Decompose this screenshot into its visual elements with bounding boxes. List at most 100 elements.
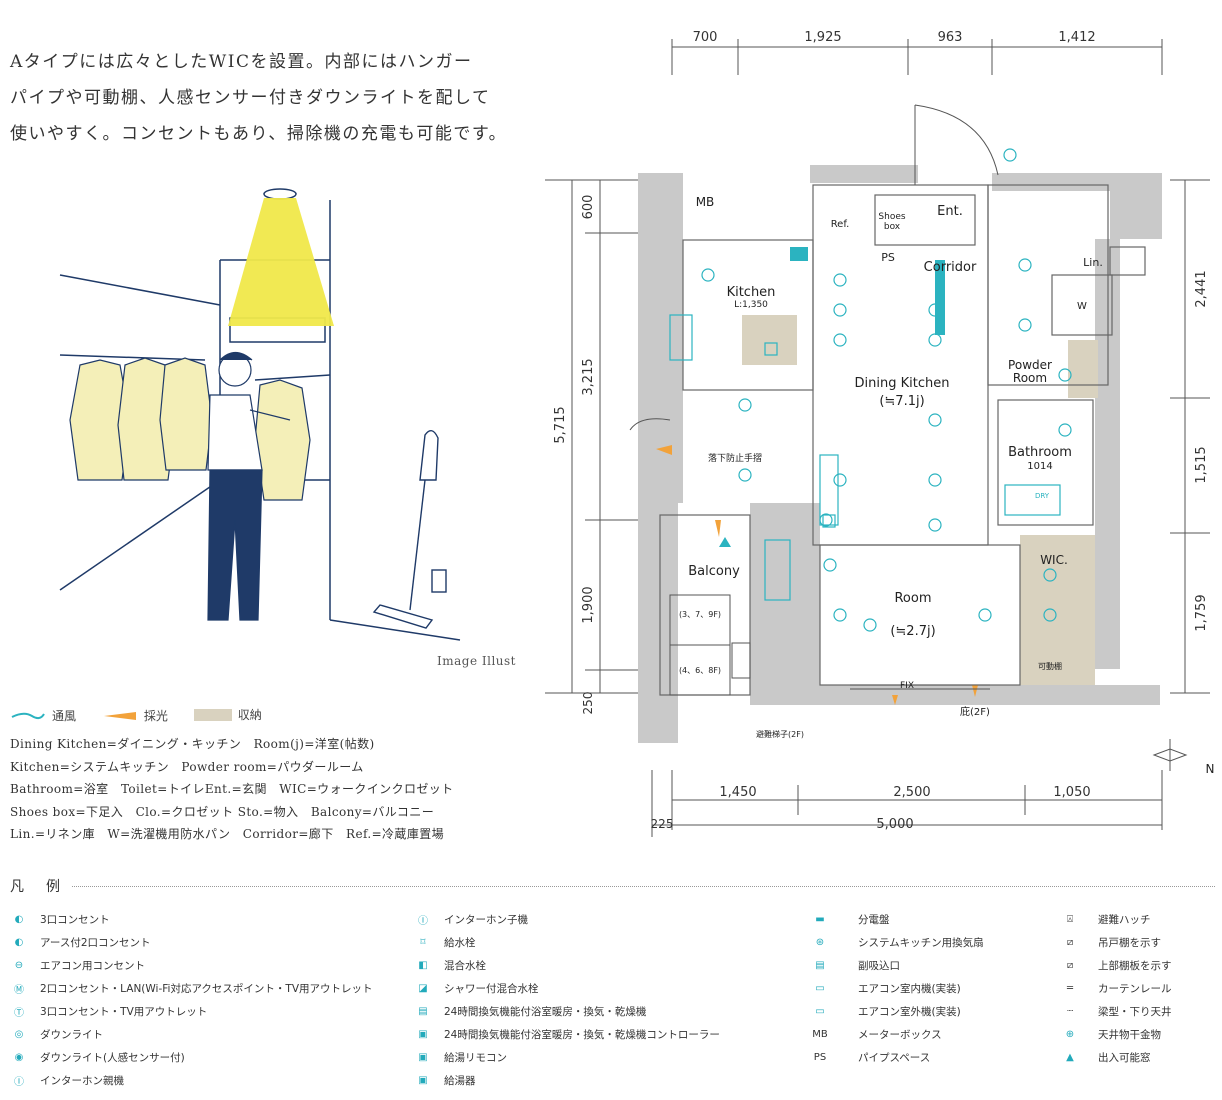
room-ref: Ref. bbox=[831, 219, 850, 230]
room-bathroom-sub: 1014 bbox=[1027, 461, 1052, 472]
beam-icon: ┈ bbox=[1066, 1006, 1074, 1017]
abbr-line-4: Shoes box=下足入 Clo.=クロゼット Sto.=物入 Balcony… bbox=[10, 804, 435, 819]
legend-item: ▣給湯リモコン bbox=[410, 1046, 720, 1069]
room-shoes-1: Shoes bbox=[878, 212, 905, 222]
room-shoes-2: box bbox=[884, 222, 901, 232]
legend-item: ⌑給水栓 bbox=[410, 931, 720, 954]
legend-item: ┈梁型・下り天井 bbox=[1050, 1000, 1172, 1023]
legend-column-3: ▬分電盤 ⊛システムキッチン用換気扇 ▤副吸込口 ▭エアコン室内機(実装) ▭エ… bbox=[790, 908, 984, 1069]
aircon-indoor-icon: ▭ bbox=[815, 983, 825, 994]
water-heater-remote-icon: ▣ bbox=[418, 1052, 428, 1063]
room-powder-1: Powder bbox=[1008, 358, 1052, 372]
dim-total-left: 5,715 bbox=[553, 406, 568, 443]
sub-intake-icon: ▤ bbox=[815, 960, 825, 971]
abbr-line-3: Bathroom=浴室 Toilet=トイレEnt.=玄関 WIC=ウォークイン… bbox=[10, 782, 454, 796]
room-room-size: (≒2.7j) bbox=[890, 624, 935, 639]
meter-box-icon: MB bbox=[812, 1029, 828, 1040]
legend-item: ▤24時間換気機能付浴室暖房・換気・乾燥機 bbox=[410, 1000, 720, 1023]
ladder-label: 避難梯子(2F) bbox=[756, 729, 804, 739]
intercom-sub-icon: Ⓘ bbox=[418, 916, 428, 927]
abbr-line-2: Kitchen=システムキッチン Powder room=パウダールーム bbox=[10, 759, 364, 774]
room-dining-kitchen: Dining Kitchen bbox=[855, 376, 950, 391]
dim-top-3: 963 bbox=[938, 30, 963, 45]
legend-item: ⧄吊戸棚を示す bbox=[1050, 931, 1172, 954]
storage-areas bbox=[742, 315, 1098, 685]
dim-top-2: 1,925 bbox=[804, 30, 841, 45]
room-powder-2: Room bbox=[1013, 371, 1047, 385]
dim-top-4: 1,412 bbox=[1058, 30, 1095, 45]
intro-text: Aタイプには広々としたWICを設置。内部にはハンガー パイプや可動棚、人感センサ… bbox=[10, 44, 530, 152]
legend-item: ▤副吸込口 bbox=[790, 954, 984, 977]
room-dining-kitchen-size: (≒7.1j) bbox=[879, 394, 924, 409]
daylight-icon bbox=[103, 711, 136, 720]
intercom-main-icon: Ⓘ bbox=[14, 1077, 24, 1088]
key-daylight: 採光 bbox=[102, 707, 168, 724]
dim-right-1: 2,441 bbox=[1194, 270, 1209, 307]
dim-left-2: 3,215 bbox=[581, 358, 596, 395]
legend-item: ⧄上部棚板を示す bbox=[1050, 954, 1172, 977]
room-corridor: Corridor bbox=[924, 260, 977, 275]
dim-bottom-left: 225 bbox=[651, 817, 674, 831]
dim-right-3: 1,759 bbox=[1194, 594, 1209, 631]
distribution-board-icon: ▬ bbox=[815, 914, 825, 925]
wic-illustration bbox=[59, 188, 461, 641]
faucet-icon: ⌑ bbox=[420, 937, 426, 948]
room-room: Room bbox=[894, 591, 931, 606]
dim-right-2: 1,515 bbox=[1194, 446, 1209, 483]
dry-label: DRY bbox=[1035, 492, 1050, 500]
escape-hatch-icon: ⍓ bbox=[1067, 914, 1073, 925]
legend-item: ▭エアコン室内機(実装) bbox=[790, 977, 984, 1000]
intro-line-1: Aタイプには広々としたWICを設置。内部にはハンガー bbox=[10, 52, 473, 72]
bath-controller-icon: ▣ bbox=[418, 1029, 428, 1040]
legend-item: ▣24時間換気機能付浴室暖房・換気・乾燥機コントローラー bbox=[410, 1023, 720, 1046]
floor-label-2: (4、6、8F) bbox=[679, 666, 721, 675]
dim-bottom-3: 1,050 bbox=[1053, 785, 1090, 800]
legend-item: ⊖エアコン用コンセント bbox=[6, 954, 373, 977]
legend-item: ◧混合水栓 bbox=[410, 954, 720, 977]
upper-shelf-icon: ⧄ bbox=[1066, 960, 1074, 971]
room-wic: WIC. bbox=[1040, 553, 1068, 567]
dim-left-4: 250 bbox=[581, 692, 595, 715]
hanging-cabinet-icon: ⧄ bbox=[1066, 937, 1074, 948]
north-label: N bbox=[1206, 762, 1215, 776]
legend-divider bbox=[72, 885, 1215, 887]
illustration-caption: Image Illust bbox=[437, 654, 516, 668]
room-kitchen-sub: L:1,350 bbox=[734, 300, 768, 310]
daylight-arrows bbox=[656, 445, 978, 705]
eave-label: 庇(2F) bbox=[960, 705, 990, 718]
curtain-rail-icon: ═ bbox=[1066, 983, 1074, 994]
room-mb: MB bbox=[696, 195, 715, 209]
legend-item: ⊛システムキッチン用換気扇 bbox=[790, 931, 984, 954]
floor-plan: 700 1,925 963 1,412 1,450 2,500 1,050 22… bbox=[545, 30, 1215, 837]
legend-item: ▭エアコン室外機(実装) bbox=[790, 1000, 984, 1023]
sensor-downlight-icon: ◉ bbox=[14, 1052, 24, 1063]
key-ventilation: 通風 bbox=[10, 707, 76, 724]
outlet-3-icon: ◐ bbox=[14, 914, 24, 925]
aircon-outdoor-icon: ▭ bbox=[815, 1006, 825, 1017]
mixer-faucet-icon: ◧ bbox=[418, 960, 428, 971]
dim-bottom-2: 2,500 bbox=[893, 785, 930, 800]
aircon-outlet-icon: ⊖ bbox=[14, 960, 24, 971]
abbreviations: Dining Kitchen=ダイニング・キッチン Room(j)=洋室(帖数)… bbox=[10, 733, 454, 846]
window-fix: FIX bbox=[900, 681, 914, 691]
legend-item: ◎ダウンライト bbox=[6, 1023, 373, 1046]
shower-faucet-icon: ◪ bbox=[418, 983, 428, 994]
legend-item: ◐3口コンセント bbox=[6, 908, 373, 931]
water-heater-icon: ▣ bbox=[418, 1075, 428, 1086]
earth-outlet-icon: ◐ bbox=[14, 937, 24, 948]
legend-item: ═カーテンレール bbox=[1050, 977, 1172, 1000]
legend-item: ◪シャワー付混合水栓 bbox=[410, 977, 720, 1000]
floor-label-1: (3、7、9F) bbox=[679, 610, 721, 619]
abbr-line-1: Dining Kitchen=ダイニング・キッチン Room(j)=洋室(帖数) bbox=[10, 737, 375, 751]
accent-markers bbox=[719, 247, 945, 547]
kitchen-fan-icon: ⊛ bbox=[815, 937, 825, 948]
dim-left-3: 1,900 bbox=[581, 586, 596, 623]
light-beam bbox=[228, 198, 334, 326]
room-lin: Lin. bbox=[1083, 256, 1103, 269]
